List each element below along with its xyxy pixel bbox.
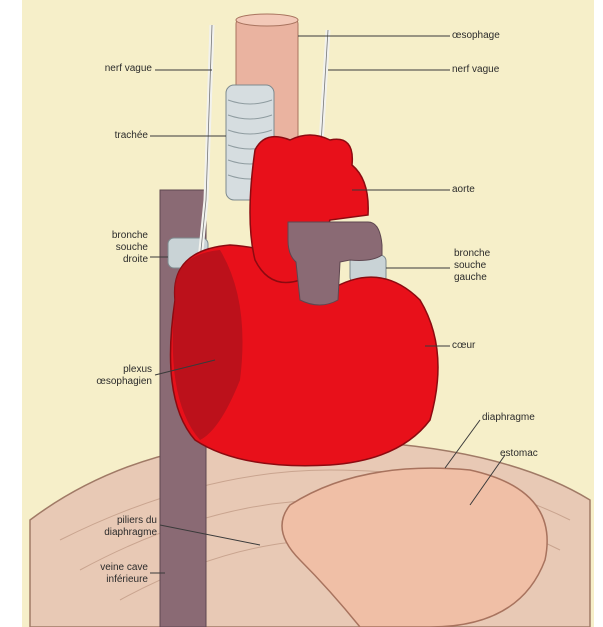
label-nerf-vague-left: nerf vague [70, 63, 152, 75]
label-veine-cave: veine cave inférieure [60, 562, 148, 586]
label-bronche-gauche-1: bronche [454, 248, 490, 260]
label-plexus: plexus œsophagien [60, 364, 152, 388]
label-bronche-gauche-2: souche [454, 260, 490, 272]
label-piliers: piliers du diaphragme [60, 515, 157, 539]
label-bronche-gauche-3: gauche [454, 272, 490, 284]
label-coeur: cœur [452, 340, 475, 352]
label-bronche-droite-2: souche [60, 242, 148, 254]
label-aorte: aorte [452, 184, 475, 196]
label-oesophage: œsophage [452, 30, 500, 42]
left-vagus-nerve [200, 25, 212, 260]
label-estomac: estomac [500, 448, 538, 460]
esophagus-top [236, 14, 298, 26]
label-nerf-vague-right: nerf vague [452, 64, 499, 76]
label-veine-cave-1: veine cave [60, 562, 148, 574]
label-plexus-1: plexus [60, 364, 152, 376]
label-bronche-droite-3: droite [60, 254, 148, 266]
label-plexus-2: œsophagien [60, 376, 152, 388]
label-piliers-1: piliers du [60, 515, 157, 527]
label-bronche-gauche: bronche souche gauche [454, 248, 490, 284]
label-trachee: trachée [70, 130, 148, 142]
label-diaphragme: diaphragme [482, 412, 535, 424]
label-bronche-droite: bronche souche droite [60, 230, 148, 266]
label-piliers-2: diaphragme [60, 527, 157, 539]
label-veine-cave-2: inférieure [60, 574, 148, 586]
label-bronche-droite-1: bronche [60, 230, 148, 242]
